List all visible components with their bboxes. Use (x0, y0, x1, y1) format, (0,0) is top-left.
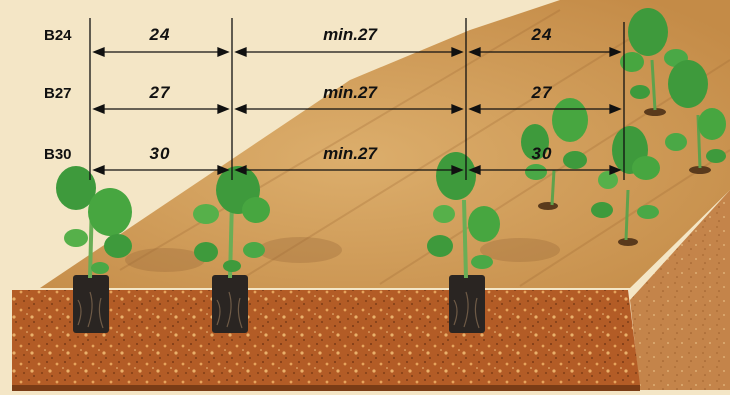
soil-edge (12, 385, 640, 391)
dim-value: 27 (531, 83, 553, 102)
dim-value: 30 (150, 144, 171, 163)
row-label-b24: B24 (44, 27, 72, 44)
dim-value: 27 (149, 83, 171, 102)
peat-pot-icon (73, 275, 109, 333)
dim-value: 24 (149, 25, 171, 44)
peat-pot-icon (212, 275, 248, 333)
row-label-b27: B27 (44, 85, 72, 102)
dim-value: min.27 (323, 144, 378, 163)
row-label-b30: B30 (44, 146, 72, 163)
dim-value: min.27 (323, 25, 378, 44)
peat-pot-icon (449, 275, 485, 333)
dim-value: min.27 (323, 83, 378, 102)
dim-value: 24 (531, 25, 553, 44)
dim-value: 30 (532, 144, 553, 163)
